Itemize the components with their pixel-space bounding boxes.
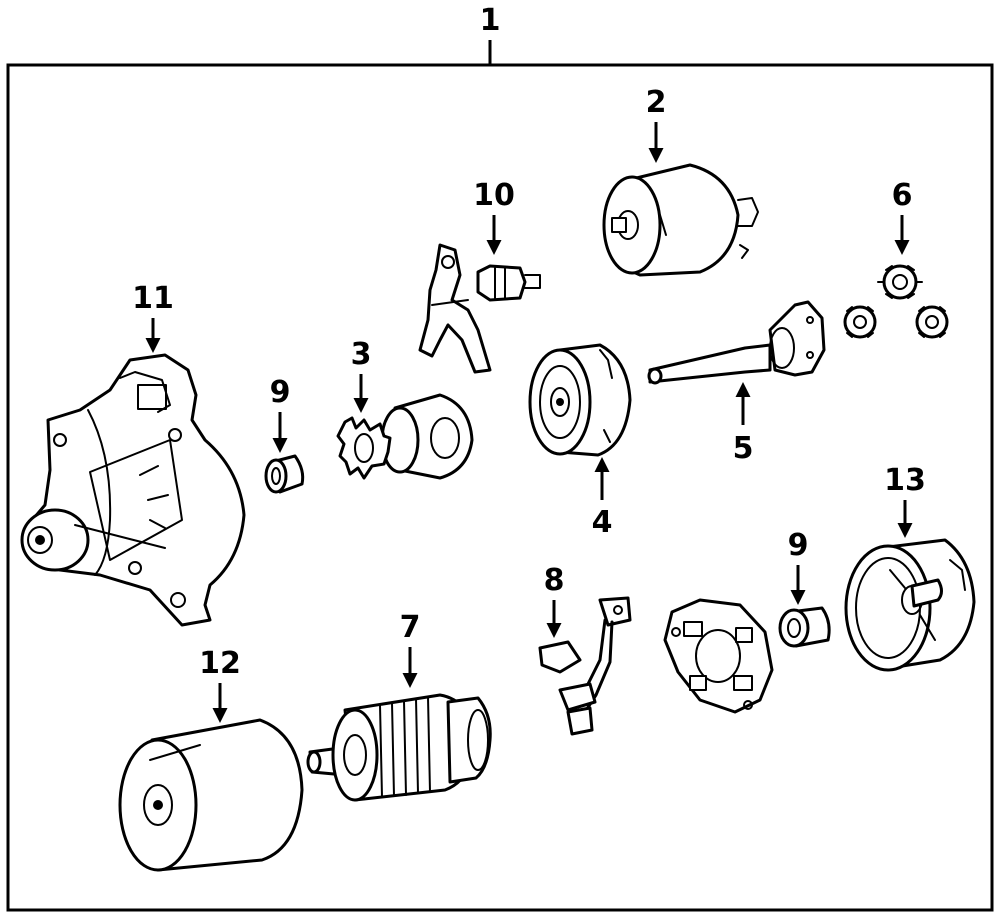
part-13-commutator-end-frame — [844, 538, 976, 672]
part-10-shift-lever — [418, 243, 541, 374]
assembly-frame — [6, 63, 994, 912]
brush-holder-plate — [663, 598, 774, 714]
part-9-bushing-right — [778, 606, 831, 648]
callout-arrows — [145, 122, 913, 723]
gear-b — [843, 305, 877, 339]
part-7-armature — [306, 693, 492, 802]
callout-13: 13 — [884, 463, 926, 498]
callout-7: 7 — [400, 610, 421, 645]
callout-9-right: 9 — [788, 528, 809, 563]
callout-8: 8 — [544, 563, 565, 598]
part-11-drive-housing — [20, 353, 246, 627]
callout-11: 11 — [132, 281, 174, 316]
part-5-output-shaft — [647, 300, 826, 385]
part-2-solenoid — [602, 163, 759, 277]
part-4-gear-housing — [528, 343, 632, 457]
callout-4: 4 — [592, 505, 613, 540]
callout-9-left: 9 — [270, 375, 291, 410]
callout-3: 3 — [351, 337, 372, 372]
callout-10: 10 — [473, 178, 515, 213]
gear-a — [877, 264, 923, 300]
part-8-brush-lead — [538, 596, 632, 736]
part-9-bushing-left — [264, 454, 305, 494]
callout-1: 1 — [480, 3, 501, 38]
callout-5: 5 — [733, 431, 754, 466]
part-12-yoke — [118, 718, 304, 872]
callout-2: 2 — [646, 85, 667, 120]
callout-6: 6 — [892, 178, 913, 213]
gear-c — [915, 305, 949, 339]
callout-12: 12 — [199, 646, 241, 681]
part-6-planetary-gears — [843, 264, 949, 339]
part-3-pinion-clutch — [336, 393, 474, 480]
